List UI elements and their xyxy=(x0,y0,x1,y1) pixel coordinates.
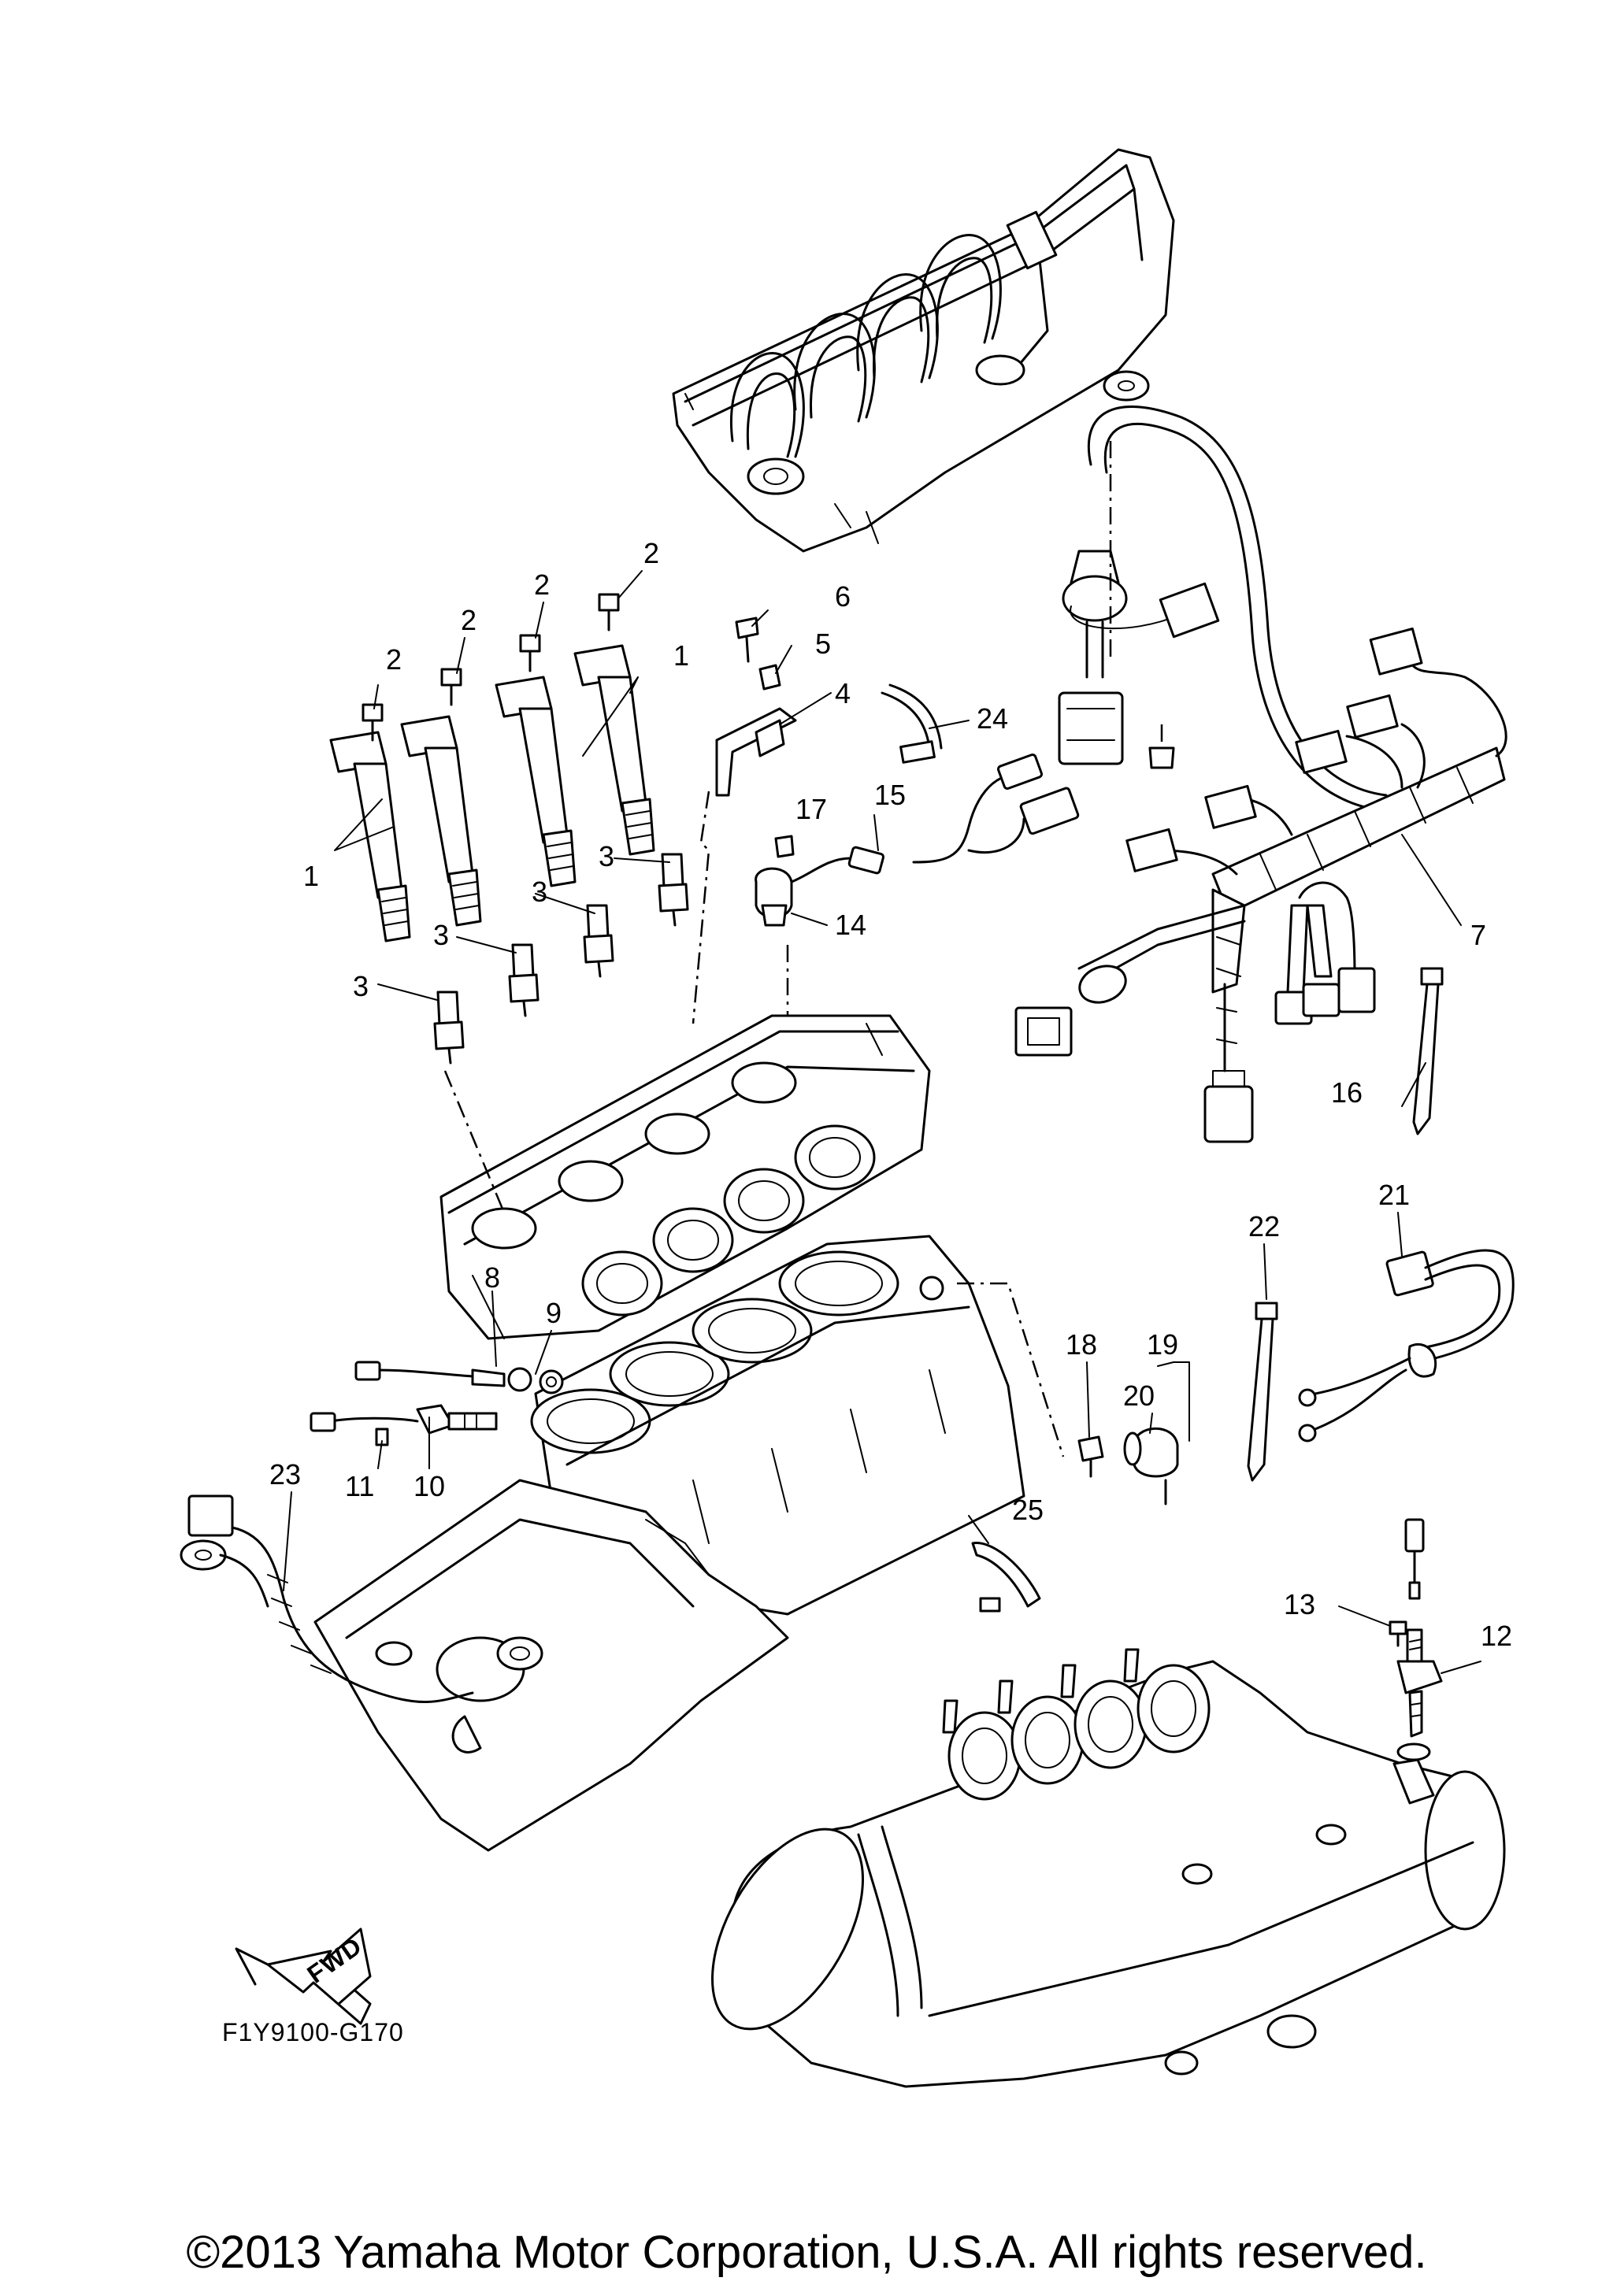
callout-17: 17 xyxy=(795,793,827,825)
callout-19: 19 xyxy=(1147,1328,1178,1361)
callout-23: 23 xyxy=(269,1458,301,1491)
crankcase xyxy=(313,1479,789,1852)
callout-21: 21 xyxy=(1378,1179,1410,1211)
callout-15: 15 xyxy=(874,779,906,811)
harness-23 xyxy=(180,1494,474,1704)
ignition-coils xyxy=(329,644,655,942)
cable-ties xyxy=(971,967,1444,1613)
callout-labels: 1 1 2 2 2 2 3 3 3 3 4 5 6 7 8 9 10 11 12… xyxy=(269,537,1512,1652)
sensors-left xyxy=(310,1361,564,1446)
callout-1-right: 1 xyxy=(673,639,689,672)
spark-plugs xyxy=(433,853,689,1065)
callout-25: 25 xyxy=(1012,1494,1044,1526)
callout-10: 10 xyxy=(413,1470,445,1502)
cylinder-head xyxy=(439,1014,931,1340)
callout-2-a: 2 xyxy=(386,643,402,676)
callout-3-d: 3 xyxy=(599,840,614,872)
callout-11: 11 xyxy=(345,1470,374,1502)
callout-5: 5 xyxy=(815,628,831,660)
cylinder-block xyxy=(530,1235,1025,1616)
exhaust-manifold xyxy=(711,1648,1506,2088)
callout-18: 18 xyxy=(1066,1328,1097,1361)
sensors-right xyxy=(957,1282,1179,1505)
leader-lines xyxy=(283,441,1481,1674)
callout-8: 8 xyxy=(484,1261,500,1294)
copyright-notice: ©2013 Yamaha Motor Corporation, U.S.A. A… xyxy=(186,2227,1426,2278)
harness-21 xyxy=(1298,1249,1515,1442)
callout-24: 24 xyxy=(977,702,1008,735)
exhaust-temp-sensor xyxy=(1389,1518,1443,1738)
callout-9: 9 xyxy=(546,1297,562,1329)
callout-1-left: 1 xyxy=(303,860,319,892)
callout-12: 12 xyxy=(1481,1620,1512,1652)
callout-14: 14 xyxy=(835,909,866,941)
callout-22: 22 xyxy=(1248,1210,1280,1242)
callout-6: 6 xyxy=(835,580,851,613)
fwd-arrow-icon: FWD xyxy=(235,1928,372,2025)
callout-16: 16 xyxy=(1331,1076,1363,1109)
callout-3-c: 3 xyxy=(532,876,547,908)
callout-20: 20 xyxy=(1123,1379,1155,1412)
callout-2-d: 2 xyxy=(643,537,659,569)
callout-2-c: 2 xyxy=(534,568,550,601)
callout-7: 7 xyxy=(1470,919,1486,951)
callout-2-b: 2 xyxy=(461,604,476,636)
callout-3-b: 3 xyxy=(433,919,449,951)
reference-code: F1Y9100-G170 xyxy=(222,2018,404,2046)
callout-3-a: 3 xyxy=(353,970,369,1002)
sensor-bracket-group xyxy=(715,617,1080,927)
intake-plenum xyxy=(672,148,1175,553)
callout-13: 13 xyxy=(1284,1588,1315,1620)
coil-bolts xyxy=(362,593,620,742)
callout-4: 4 xyxy=(835,677,851,709)
